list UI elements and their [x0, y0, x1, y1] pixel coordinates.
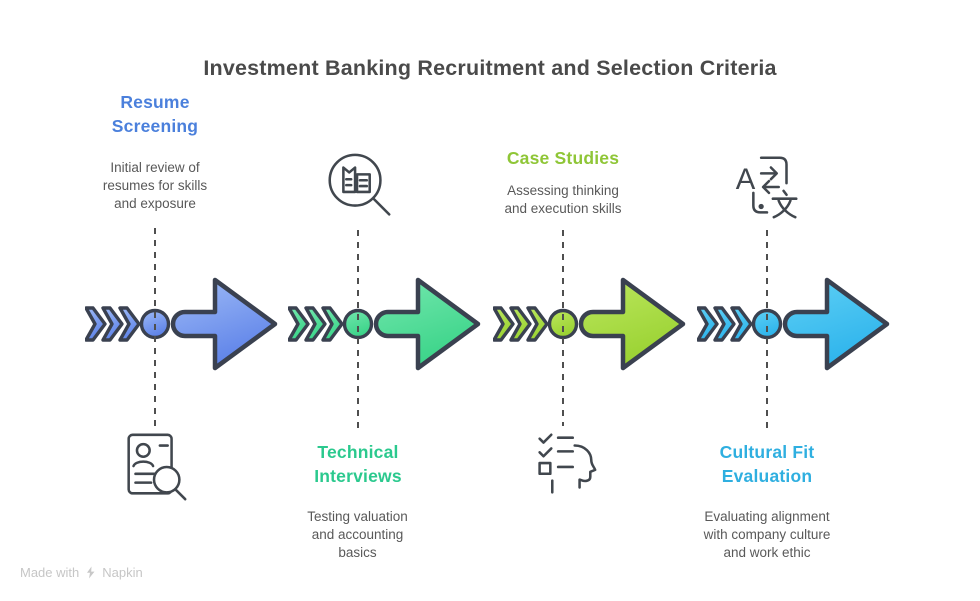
page-title: Investment Banking Recruitment and Selec…: [203, 56, 777, 80]
stage-arrow-2: [288, 277, 481, 371]
stage-label-case-studies: Case Studies: [506, 148, 620, 168]
napkin-logo-icon: [87, 566, 95, 579]
napkin-brand-text: Napkin: [102, 565, 143, 580]
made-with-napkin: Made with Napkin: [20, 565, 143, 580]
translation-icon: A: [728, 148, 806, 226]
resume-search-icon: [116, 428, 194, 506]
letter-a-glyph: A: [736, 164, 756, 196]
stage-label-resume-screening: Resume Screening: [111, 92, 199, 137]
stage-arrow-3: [493, 277, 686, 371]
dashed-connector: [562, 230, 564, 426]
stage-label-technical-interviews: Technical Interviews: [314, 442, 402, 487]
dashed-connector: [766, 230, 768, 430]
stage-arrow-4: [697, 277, 890, 371]
made-with-text: Made with: [20, 565, 80, 580]
stage-desc-cultural-fit: Evaluating alignment with company cultur…: [703, 509, 831, 561]
dashed-connector: [154, 228, 156, 426]
stage-arrow-1: [85, 277, 278, 371]
stage-desc-technical-interviews: Testing valuation and accounting basics: [307, 509, 408, 561]
stage-label-cultural-fit: Cultural Fit Evaluation: [719, 442, 815, 487]
stage-desc-case-studies: Assessing thinking and execution skills: [504, 183, 622, 217]
stage-desc-resume-screening: Initial review of resumes for skills and…: [102, 160, 208, 212]
dashed-connector: [357, 230, 359, 430]
magnifier-ledger-icon: [319, 150, 397, 228]
thinking-checklist-icon: [524, 426, 602, 504]
